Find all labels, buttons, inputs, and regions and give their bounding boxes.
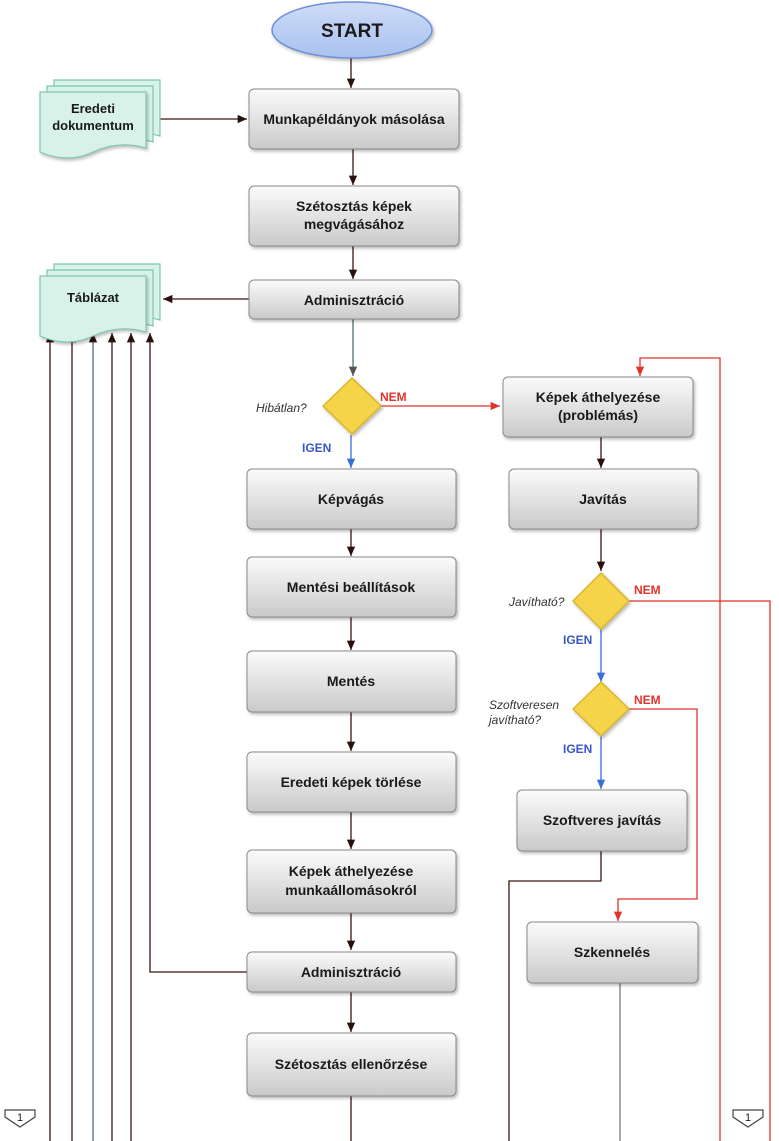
step-szoftveres-javitas: Szoftveres javítás — [516, 789, 688, 852]
doc-tablazat: Táblázat — [39, 263, 161, 343]
step-adminisztracio-1: Adminisztráció — [248, 279, 460, 320]
step-munkapeldanyok-masolasa: Munkapéldányok másolása — [248, 88, 460, 150]
offpage-connector-left-label: 1 — [17, 1112, 23, 1124]
line-fixable-no — [628, 600, 771, 1141]
step-athelyezes-prob-line1: Képek áthelyezése — [536, 389, 661, 405]
step-kepek-athelyezese-problemas: Képek áthelyezése (problémás) — [502, 376, 694, 438]
offpage-connector-right-label: 1 — [745, 1112, 751, 1124]
step-szetosztas: Szétosztás képek megvágásához — [248, 185, 460, 247]
step-admin1-label: Adminisztráció — [304, 292, 404, 308]
decision-javithato: Javítható? IGEN NEM — [508, 572, 661, 647]
arrow-loop-to-problem — [635, 357, 721, 1141]
step-szkenneles-label: Szkennelés — [574, 944, 650, 960]
step-athelyezes-munka-line2: munkaállomásokról — [285, 882, 417, 898]
step-szoftveres-label: Szoftveres javítás — [543, 812, 661, 828]
step-mentesi-beallitasok: Mentési beállítások — [246, 556, 457, 618]
step-admin2-label: Adminisztráció — [301, 964, 401, 980]
offpage-connector-left: 1 — [4, 1109, 36, 1128]
step-szetosztas-ellenorzese: Szétosztás ellenőrzése — [246, 1032, 457, 1097]
step-szkenneles: Szkennelés — [526, 921, 699, 984]
step-kepvagas: Képvágás — [246, 468, 457, 530]
step-torles-label: Eredeti képek törlése — [281, 774, 422, 790]
doc-eredeti-line1: Eredeti — [71, 101, 115, 116]
decision-hibatlan-no: NEM — [380, 390, 407, 404]
doc-eredeti-dokumentum: Eredeti dokumentum — [39, 79, 161, 159]
step-szetosztas-line1: Szétosztás képek — [296, 198, 412, 214]
step-ellenorzes-label: Szétosztás ellenőrzése — [275, 1056, 428, 1072]
step-mentes: Mentés — [246, 650, 457, 713]
step-javitas-label: Javítás — [579, 491, 627, 507]
arrow-softfix-no — [613, 708, 698, 921]
offpage-connector-right: 1 — [732, 1109, 764, 1128]
doc-eredeti-line2: dokumentum — [52, 118, 134, 133]
step-mentes-label: Mentés — [327, 673, 375, 689]
step-masolas-label: Munkapéldányok másolása — [263, 111, 445, 127]
decision-szoftveresen-yes: IGEN — [563, 742, 592, 756]
step-adminisztracio-2: Adminisztráció — [246, 951, 457, 993]
decision-szoftveresen-question-1: Szoftveresen — [489, 698, 559, 712]
decision-szoftveresen: Szoftveresen javítható? IGEN NEM — [487, 681, 661, 756]
step-athelyezes-prob-line2: (problémás) — [558, 407, 638, 423]
line-softfix-out — [508, 851, 602, 1141]
step-athelyezes-munka-line1: Képek áthelyezése — [289, 863, 414, 879]
arrow-admin2-to-table — [145, 333, 247, 973]
decision-hibatlan-question: Hibátlan? — [256, 401, 307, 415]
step-mentesi-label: Mentési beállítások — [287, 579, 416, 595]
decision-szoftveresen-no: NEM — [634, 693, 661, 707]
start-label: START — [321, 21, 383, 42]
decision-hibatlan-yes: IGEN — [302, 441, 331, 455]
decision-javithato-no: NEM — [634, 583, 661, 597]
decision-javithato-yes: IGEN — [563, 633, 592, 647]
step-kepvagas-label: Képvágás — [318, 491, 384, 507]
decision-javithato-question: Javítható? — [508, 595, 565, 609]
start-node: START — [271, 1, 433, 59]
step-eredeti-kepek-torlese: Eredeti képek törlése — [246, 751, 457, 813]
doc-tablazat-label: Táblázat — [67, 290, 120, 305]
decision-szoftveresen-question-2: javítható? — [487, 713, 541, 727]
decision-hibatlan: Hibátlan? IGEN NEM — [256, 377, 407, 455]
step-szetosztas-line2: megvágásához — [304, 216, 404, 232]
step-kepek-athelyezese-munkaallomas: Képek áthelyezése munkaállomásokról — [246, 849, 457, 914]
flow-lines — [45, 58, 771, 1141]
step-javitas: Javítás — [508, 468, 699, 530]
